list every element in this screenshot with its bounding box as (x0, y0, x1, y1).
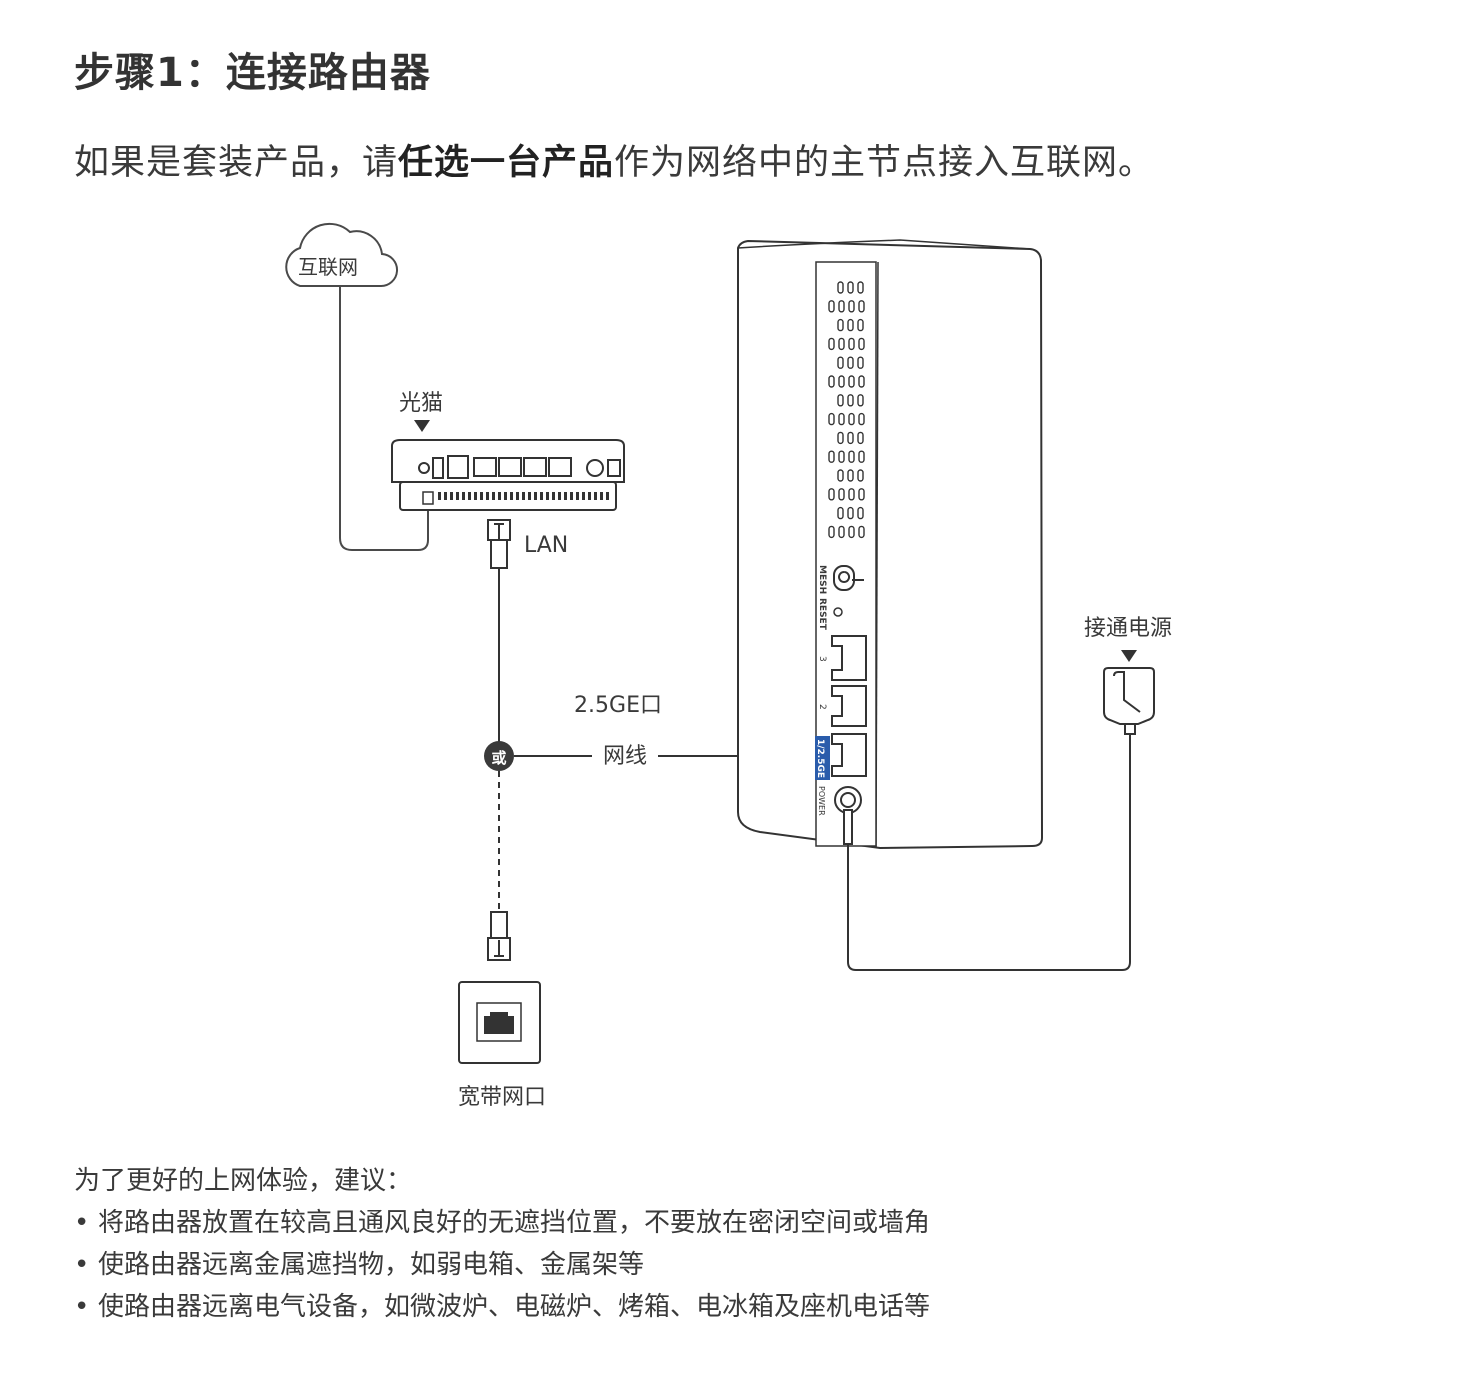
vent-slot (848, 375, 855, 388)
vent-slot (828, 412, 835, 426)
mesh-button (833, 565, 864, 591)
subtitle-before: 如果是套装产品，请 (74, 143, 399, 183)
vent-slot (828, 488, 835, 501)
vent-slot (848, 488, 855, 501)
vent-slot (837, 431, 844, 445)
vent-slot (828, 375, 835, 388)
or-label: 或 (491, 749, 506, 767)
vent-slot (858, 412, 865, 426)
vent-slot (828, 450, 835, 463)
modem-port-fiber (422, 491, 434, 505)
vent-slot (828, 337, 835, 351)
vent-slot (857, 506, 864, 520)
vent-slot (848, 450, 855, 463)
tip-item: 使路由器远离金属遮挡物，如弱电箱、金属架等 (74, 1244, 930, 1286)
vent-slot (838, 525, 845, 539)
vent-slot (857, 394, 864, 407)
vent-slot (858, 300, 865, 313)
vent-slot (847, 431, 854, 445)
tip-item: 使路由器远离电气设备，如微波炉、电磁炉、烤箱、电冰箱及座机电话等 (74, 1286, 930, 1328)
broadband-label: 宽带网口 (458, 1085, 546, 1110)
vent-slot (858, 337, 865, 351)
reset-label: RESET (817, 598, 827, 631)
vent-slot (838, 450, 845, 463)
vent-slot (857, 318, 864, 332)
vent-slot (838, 300, 845, 313)
vent-slot (837, 506, 844, 520)
broadband-plug-icon (487, 911, 511, 961)
vent-slot (847, 469, 854, 482)
page-subtitle: 如果是套装产品，请任选一台产品作为网络中的主节点接入互联网。 (74, 134, 1154, 185)
vent-slot (838, 337, 845, 351)
power-cable (847, 732, 1131, 971)
vent-slot (858, 488, 865, 501)
internet-to-modem-wire (339, 286, 429, 551)
vent-slot (857, 281, 864, 294)
router-port-2 (831, 685, 867, 727)
power-label: 接通电源 (1084, 616, 1172, 641)
vent-slot (857, 469, 864, 482)
vent-slot (857, 431, 864, 445)
router-vent-grill (828, 281, 865, 539)
vent-slot (828, 525, 835, 539)
vent-slot (847, 394, 854, 407)
router-port-3 (831, 635, 867, 681)
vent-slot (837, 469, 844, 482)
port2-label: 2 (817, 704, 827, 710)
router-device (737, 239, 1044, 850)
tips-heading: 为了更好的上网体验，建议： (74, 1166, 413, 1196)
vent-slot (847, 281, 854, 294)
router-port-1 (831, 733, 867, 777)
power-port-label: POWER (817, 786, 826, 816)
internet-cloud-icon (285, 222, 398, 288)
tips-section: 为了更好的上网体验，建议： 将路由器放置在较高且通风良好的无遮挡位置，不要放在密… (74, 1160, 930, 1328)
vent-slot (837, 318, 844, 332)
mesh-label: MESH (817, 565, 827, 594)
modem-arrow-icon (414, 420, 430, 432)
power-adapter-icon (1103, 667, 1155, 735)
page-title: 步骤1：连接路由器 (74, 50, 431, 96)
vent-slot (838, 375, 845, 388)
vent-slot (858, 450, 865, 463)
subtitle-emphasis: 任选一台产品 (398, 143, 615, 183)
vent-slot (847, 318, 854, 332)
reset-hole-icon (833, 607, 843, 617)
lan-plug-icon (487, 519, 511, 569)
vent-slot (837, 356, 844, 369)
port1-badge (815, 736, 830, 780)
vent-slot (838, 488, 845, 501)
vent-slot (837, 394, 844, 407)
vent-slot (848, 337, 855, 351)
power-arrow-icon (1121, 650, 1137, 662)
vent-slot (847, 356, 854, 369)
wall-socket-icon (458, 981, 541, 1064)
cable-label: 网线 (603, 744, 647, 769)
vent-slot (858, 525, 865, 539)
vent-slot (858, 375, 865, 388)
modem-label: 光猫 (399, 391, 443, 416)
vent-slot (857, 356, 864, 369)
vent-slot (847, 506, 854, 520)
internet-label: 互联网 (298, 255, 358, 279)
port-25ge-label: 2.5GE口 (574, 693, 662, 718)
port3-label: 3 (817, 656, 827, 662)
vent-slot (828, 300, 835, 313)
modem-device (391, 439, 625, 511)
vent-slot (848, 525, 855, 539)
vent-slot (848, 300, 855, 313)
vent-slot (837, 281, 844, 294)
router-power-jack (834, 786, 862, 845)
lan-label: LAN (524, 533, 568, 558)
tips-list: 将路由器放置在较高且通风良好的无遮挡位置，不要放在密闭空间或墙角 使路由器远离金… (74, 1202, 930, 1328)
tip-item: 将路由器放置在较高且通风良好的无遮挡位置，不要放在密闭空间或墙角 (74, 1202, 930, 1244)
or-badge (484, 741, 514, 771)
vent-slot (848, 412, 855, 426)
port1-label: 1/2.5GE (815, 739, 825, 778)
vent-slot (838, 412, 845, 426)
subtitle-after: 作为网络中的主节点接入互联网。 (614, 143, 1155, 183)
